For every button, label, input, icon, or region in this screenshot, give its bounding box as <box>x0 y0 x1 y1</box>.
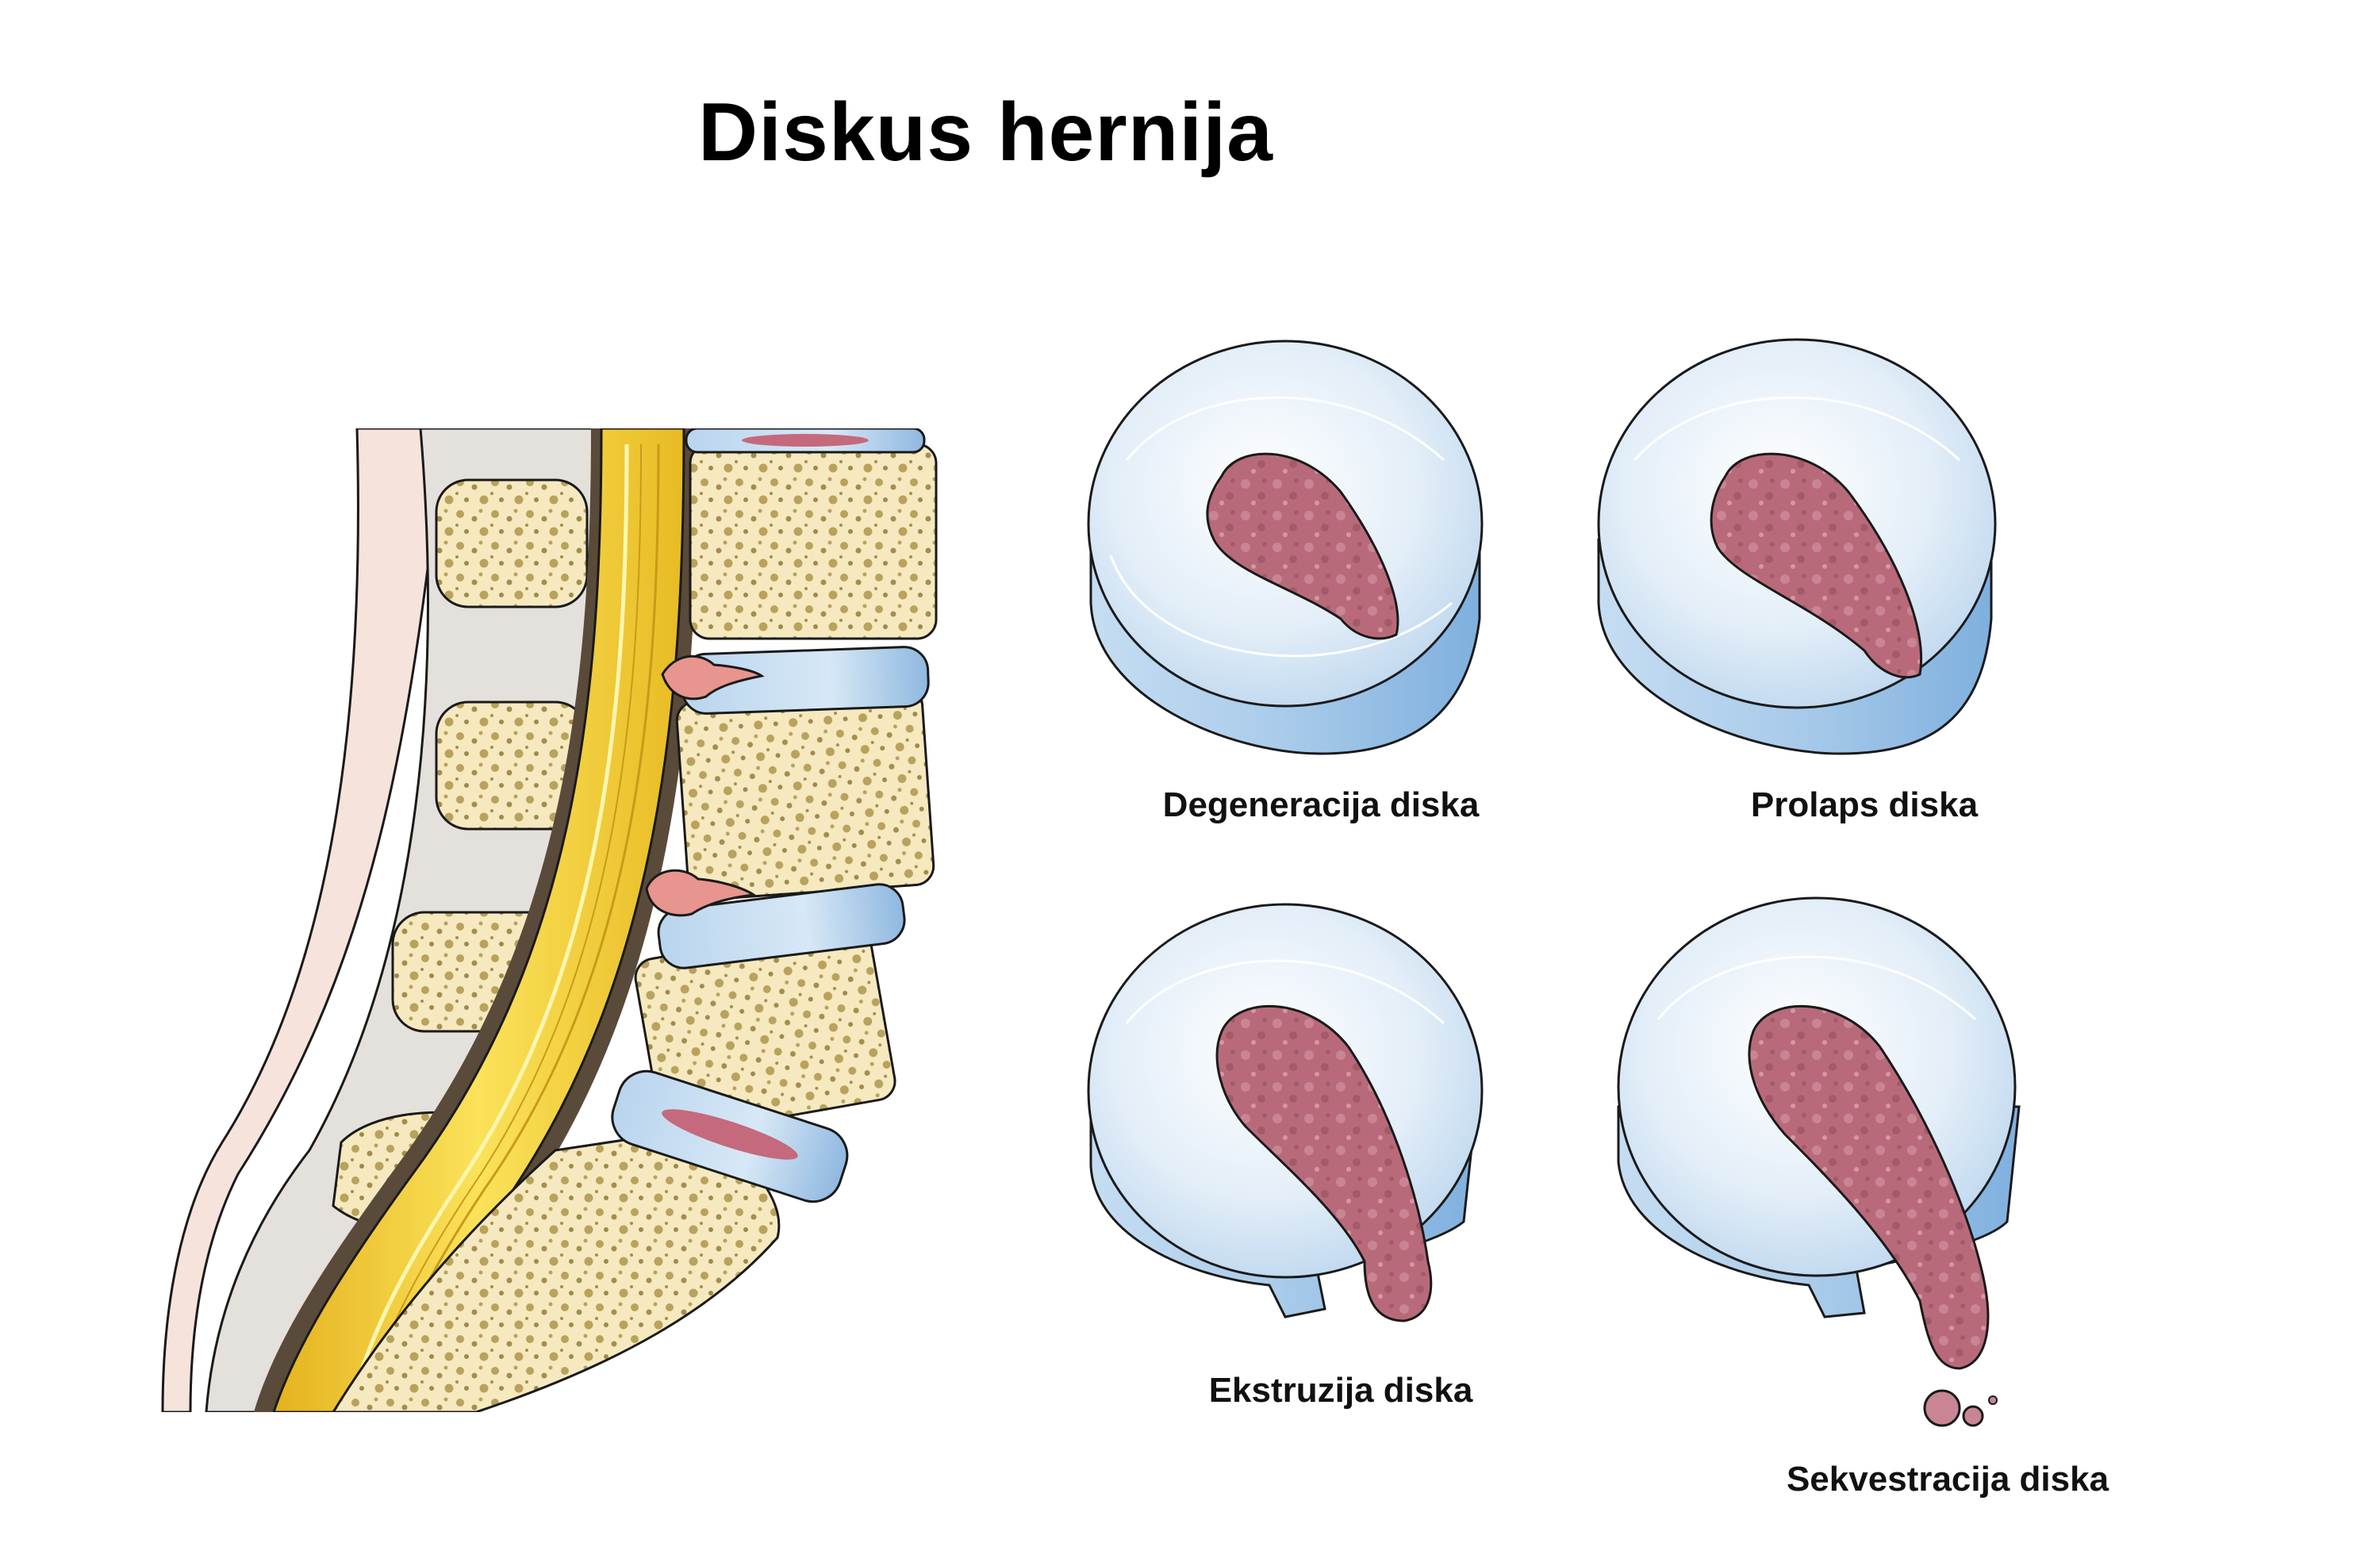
disc-prolapse <box>1599 340 1995 754</box>
caption-sequestration: Sekvestracija diska <box>1787 1460 2109 1499</box>
sequestered-fragment <box>1925 1391 1960 1426</box>
disc-sequestration <box>1618 898 2019 1426</box>
caption-extrusion: Ekstruzija diska <box>1209 1371 1473 1411</box>
disc-extrusion <box>1088 904 1482 1321</box>
disc-degeneration <box>1088 341 1482 754</box>
sequestered-fragment <box>1989 1396 1997 1404</box>
caption-prolapse: Prolaps diska <box>1751 785 1978 825</box>
caption-degeneration: Degeneracija diska <box>1163 785 1480 825</box>
sequestered-fragment <box>1964 1407 1983 1426</box>
